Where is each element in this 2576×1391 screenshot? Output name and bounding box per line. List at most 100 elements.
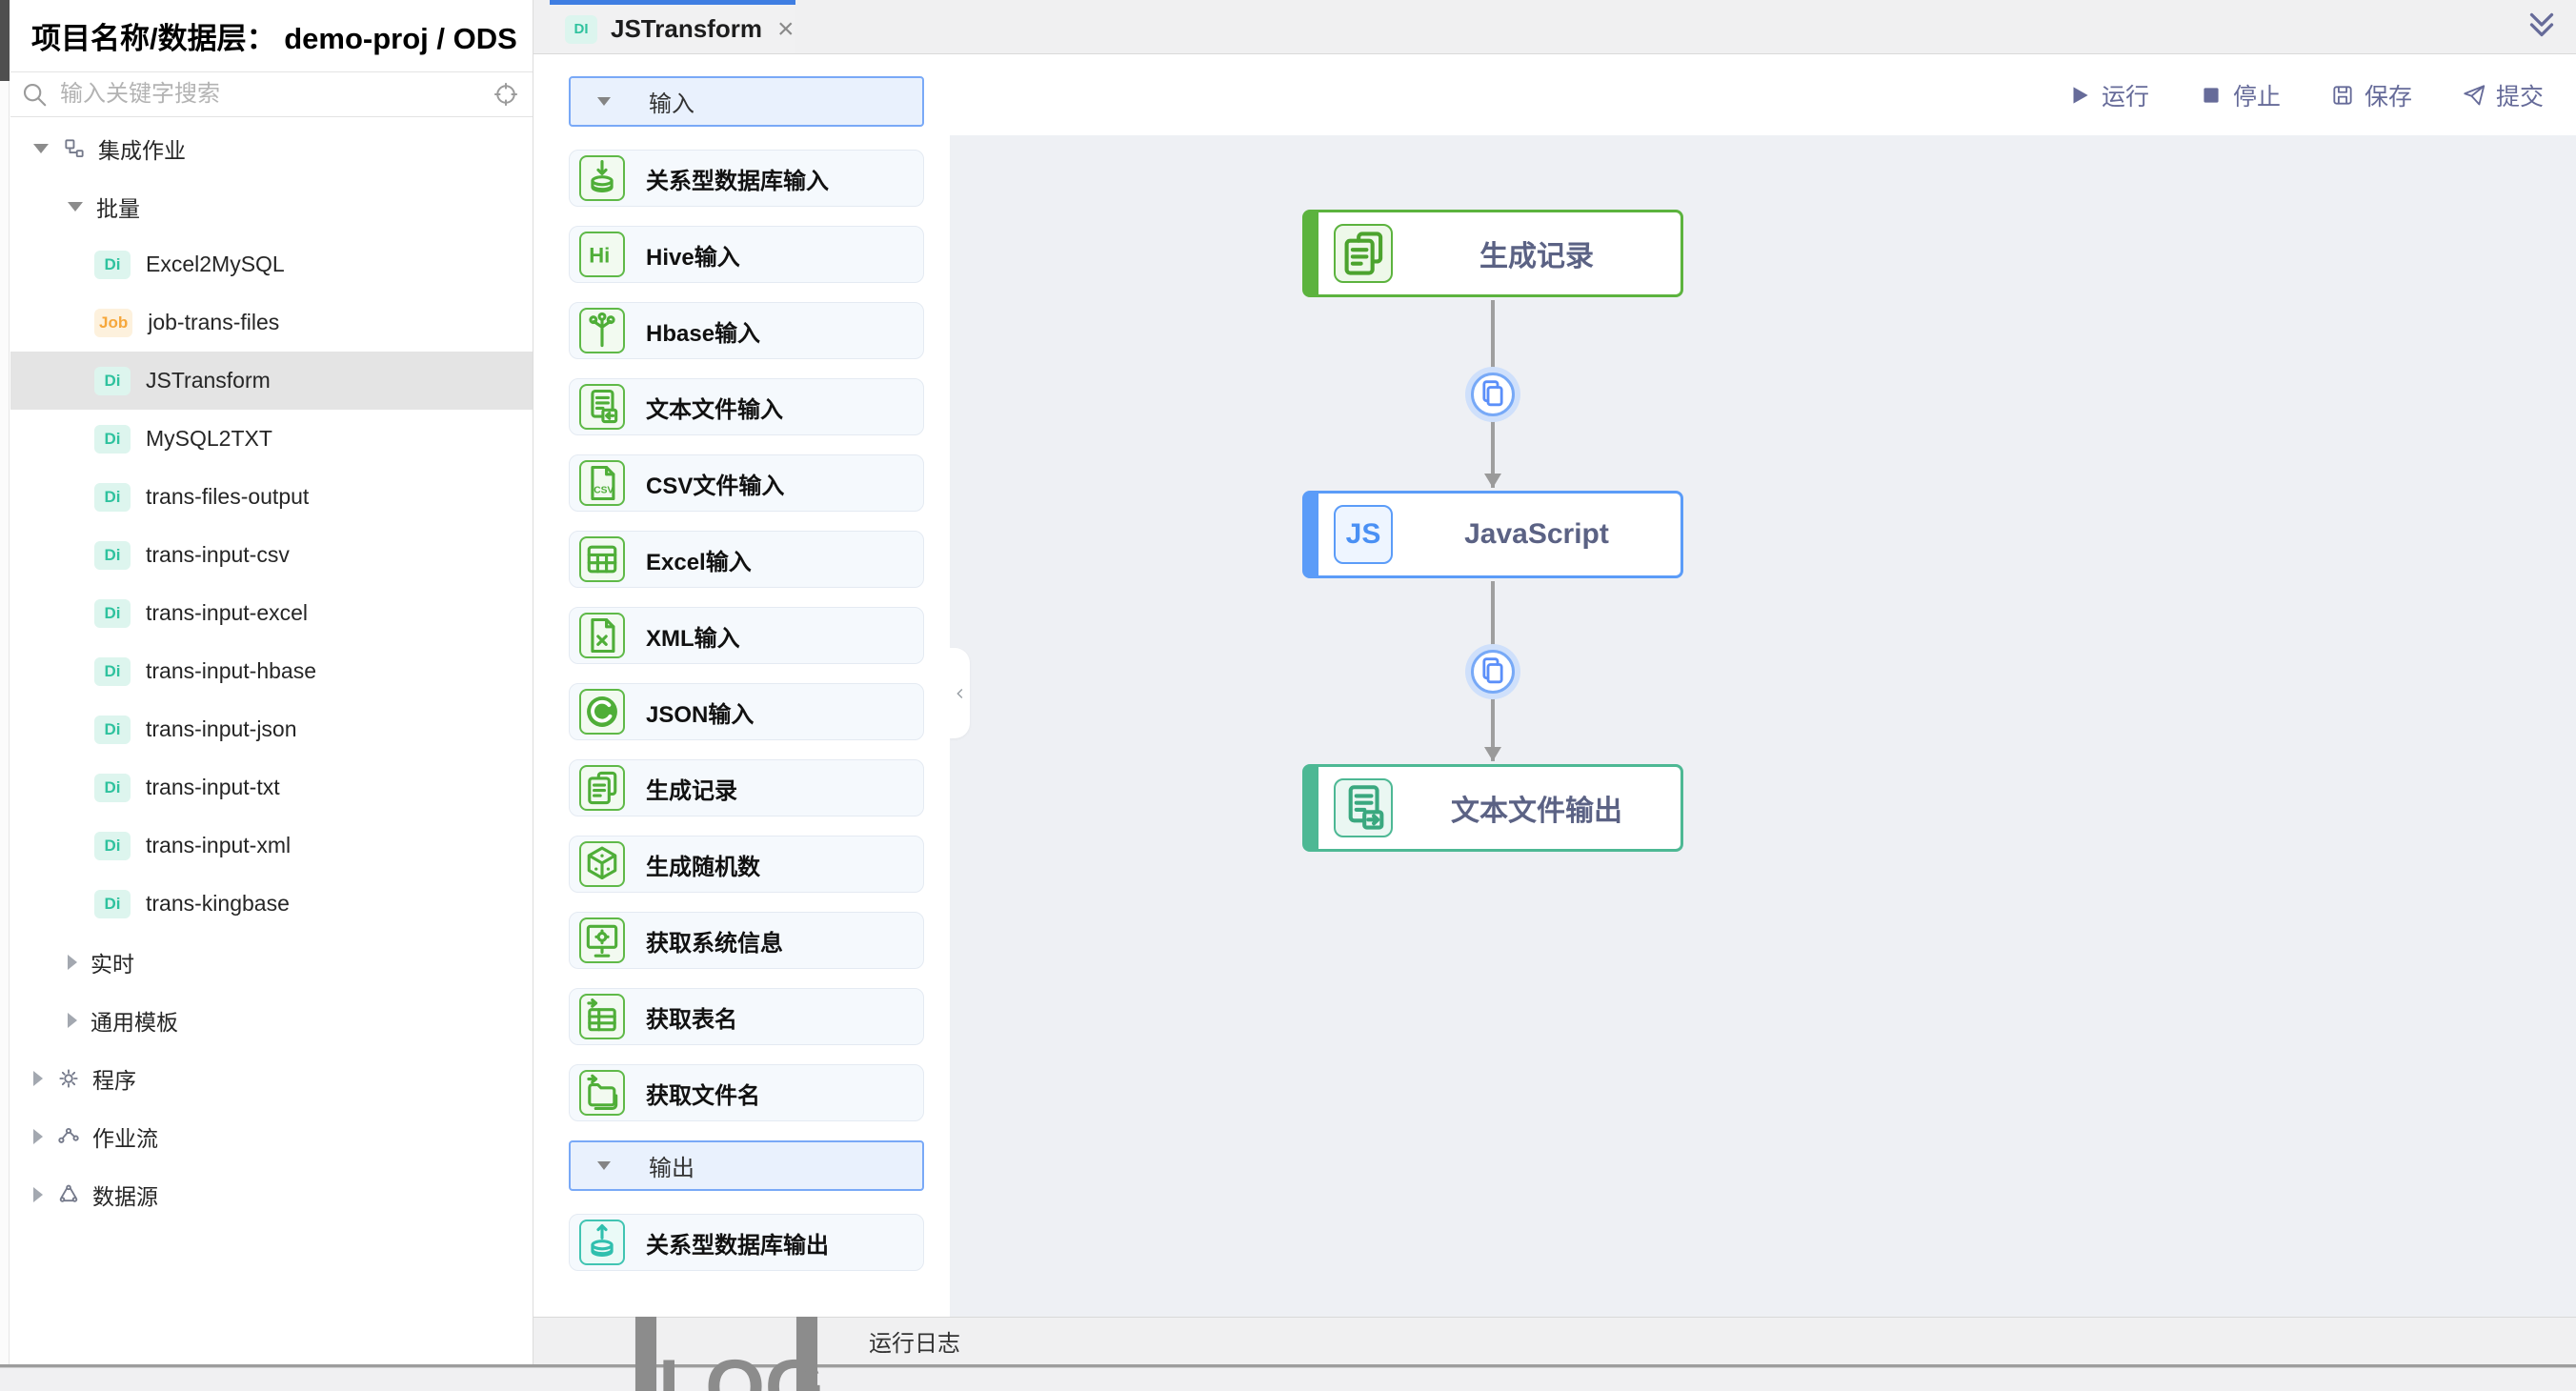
palette-item-label: 获取文件名 <box>646 1082 760 1109</box>
close-icon[interactable]: × <box>776 12 795 45</box>
stop-button[interactable]: 停止 <box>2199 78 2281 112</box>
flow-node-out[interactable]: 文本文件输出 <box>1302 764 1683 852</box>
xml-input-icon <box>579 613 625 658</box>
submit-icon <box>2462 83 2486 108</box>
palette-item-label: Hbase输入 <box>646 320 761 347</box>
tree-item[interactable]: 通用模板 <box>10 991 533 1049</box>
tree-item[interactable]: 数据源 <box>10 1165 533 1223</box>
caret-right-icon[interactable] <box>68 1012 77 1028</box>
palette-item[interactable]: Excel输入 <box>569 531 924 588</box>
palette-item[interactable]: 获取系统信息 <box>569 912 924 969</box>
submit-button[interactable]: 提交 <box>2462 78 2544 112</box>
palette-section-input[interactable]: 输入 <box>569 76 924 127</box>
palette-item[interactable]: 获取文件名 <box>569 1064 924 1121</box>
tree-item[interactable]: 实时 <box>10 933 533 991</box>
tree-item-label: Excel2MySQL <box>146 252 285 276</box>
tree-item[interactable]: 批量 <box>10 177 533 235</box>
svg-text:CSV: CSV <box>594 485 614 495</box>
tree-item-label: trans-input-json <box>146 716 297 741</box>
project-sidebar: 项目名称/数据层： demo-proj / ODS 集成作业批量DiExcel2… <box>0 0 533 1364</box>
toolbar-button-label: 提交 <box>2495 83 2544 111</box>
tree-item-label: JSTransform <box>146 368 271 393</box>
palette-item[interactable]: 获取表名 <box>569 988 924 1045</box>
caret-right-icon[interactable] <box>33 1070 43 1086</box>
caret-down-icon[interactable] <box>68 201 83 212</box>
type-badge: Di <box>94 540 131 570</box>
palette-item[interactable]: 生成随机数 <box>569 836 924 893</box>
palette-item-label: JSON输入 <box>646 701 755 728</box>
play-button[interactable]: 运行 <box>2067 78 2149 112</box>
tree-item[interactable]: 程序 <box>10 1049 533 1107</box>
tree-item-label: 作业流 <box>92 1125 158 1151</box>
palette-item[interactable]: Hbase输入 <box>569 302 924 359</box>
window-left-gutter <box>0 0 10 1364</box>
locate-icon[interactable] <box>493 81 519 108</box>
tab-jstransform[interactable]: DI JSTransform × <box>550 0 795 53</box>
db-output-icon <box>579 1220 625 1265</box>
workflow-icon <box>56 1124 81 1149</box>
excel-input-icon <box>579 536 625 582</box>
palette-collapse-handle[interactable] <box>950 648 970 738</box>
save-button[interactable]: 保存 <box>2330 78 2412 112</box>
caret-right-icon[interactable] <box>68 954 77 970</box>
palette-item[interactable]: 文本文件输入 <box>569 378 924 435</box>
caret-right-icon[interactable] <box>33 1186 43 1202</box>
search-bar <box>10 72 533 117</box>
text-file-input-icon <box>579 384 625 430</box>
stop-icon <box>2199 83 2224 108</box>
system-info-icon <box>579 917 625 963</box>
tree-item-label: 程序 <box>92 1067 136 1093</box>
double-chevron-down-icon[interactable] <box>2525 8 2559 42</box>
run-log-bar[interactable]: LOG 运行日志 <box>533 1216 2576 1391</box>
play-icon <box>2067 83 2092 108</box>
tree-item[interactable]: 作业流 <box>10 1107 533 1165</box>
copy-badge-icon[interactable] <box>1471 372 1515 416</box>
arrowhead-icon <box>1484 747 1501 761</box>
tree-item-label: 数据源 <box>92 1183 158 1209</box>
palette-item-label: Excel输入 <box>646 549 752 575</box>
palette-item-label: 获取系统信息 <box>646 930 783 957</box>
db-input-icon <box>579 155 625 201</box>
search-input[interactable] <box>49 81 493 108</box>
palette-section-output[interactable]: 输出 <box>569 1140 924 1191</box>
json-input-icon <box>579 689 625 735</box>
caret-right-icon[interactable] <box>33 1128 43 1144</box>
tree-item-label: trans-files-output <box>146 484 310 509</box>
palette-item[interactable]: 关系型数据库输入 <box>569 150 924 207</box>
js-icon: JS <box>1334 505 1393 564</box>
type-badge: Di <box>94 656 131 686</box>
flow-node-gen[interactable]: 生成记录 <box>1302 210 1683 297</box>
palette-item[interactable]: 生成记录 <box>569 759 924 816</box>
tree-item[interactable]: 集成作业 <box>10 119 533 177</box>
palette-item[interactable]: 关系型数据库输出 <box>569 1214 924 1271</box>
palette-item-label: 生成随机数 <box>646 854 760 880</box>
copy-badge-icon[interactable] <box>1471 649 1515 694</box>
file-name-icon <box>579 1070 625 1116</box>
palette-item[interactable]: XML输入 <box>569 607 924 664</box>
palette-item-label: Hive输入 <box>646 244 740 271</box>
tree-item-label: trans-input-excel <box>146 600 309 625</box>
project-title: 项目名称/数据层： demo-proj / ODS <box>31 22 517 55</box>
tree-item-label: 实时 <box>91 951 134 977</box>
caret-down-icon[interactable] <box>33 143 49 153</box>
tree-item-label: trans-input-hbase <box>146 658 316 683</box>
tree-item[interactable]: Di trans-input-hbase <box>10 642 533 700</box>
palette-item[interactable]: JSON输入 <box>569 683 924 740</box>
